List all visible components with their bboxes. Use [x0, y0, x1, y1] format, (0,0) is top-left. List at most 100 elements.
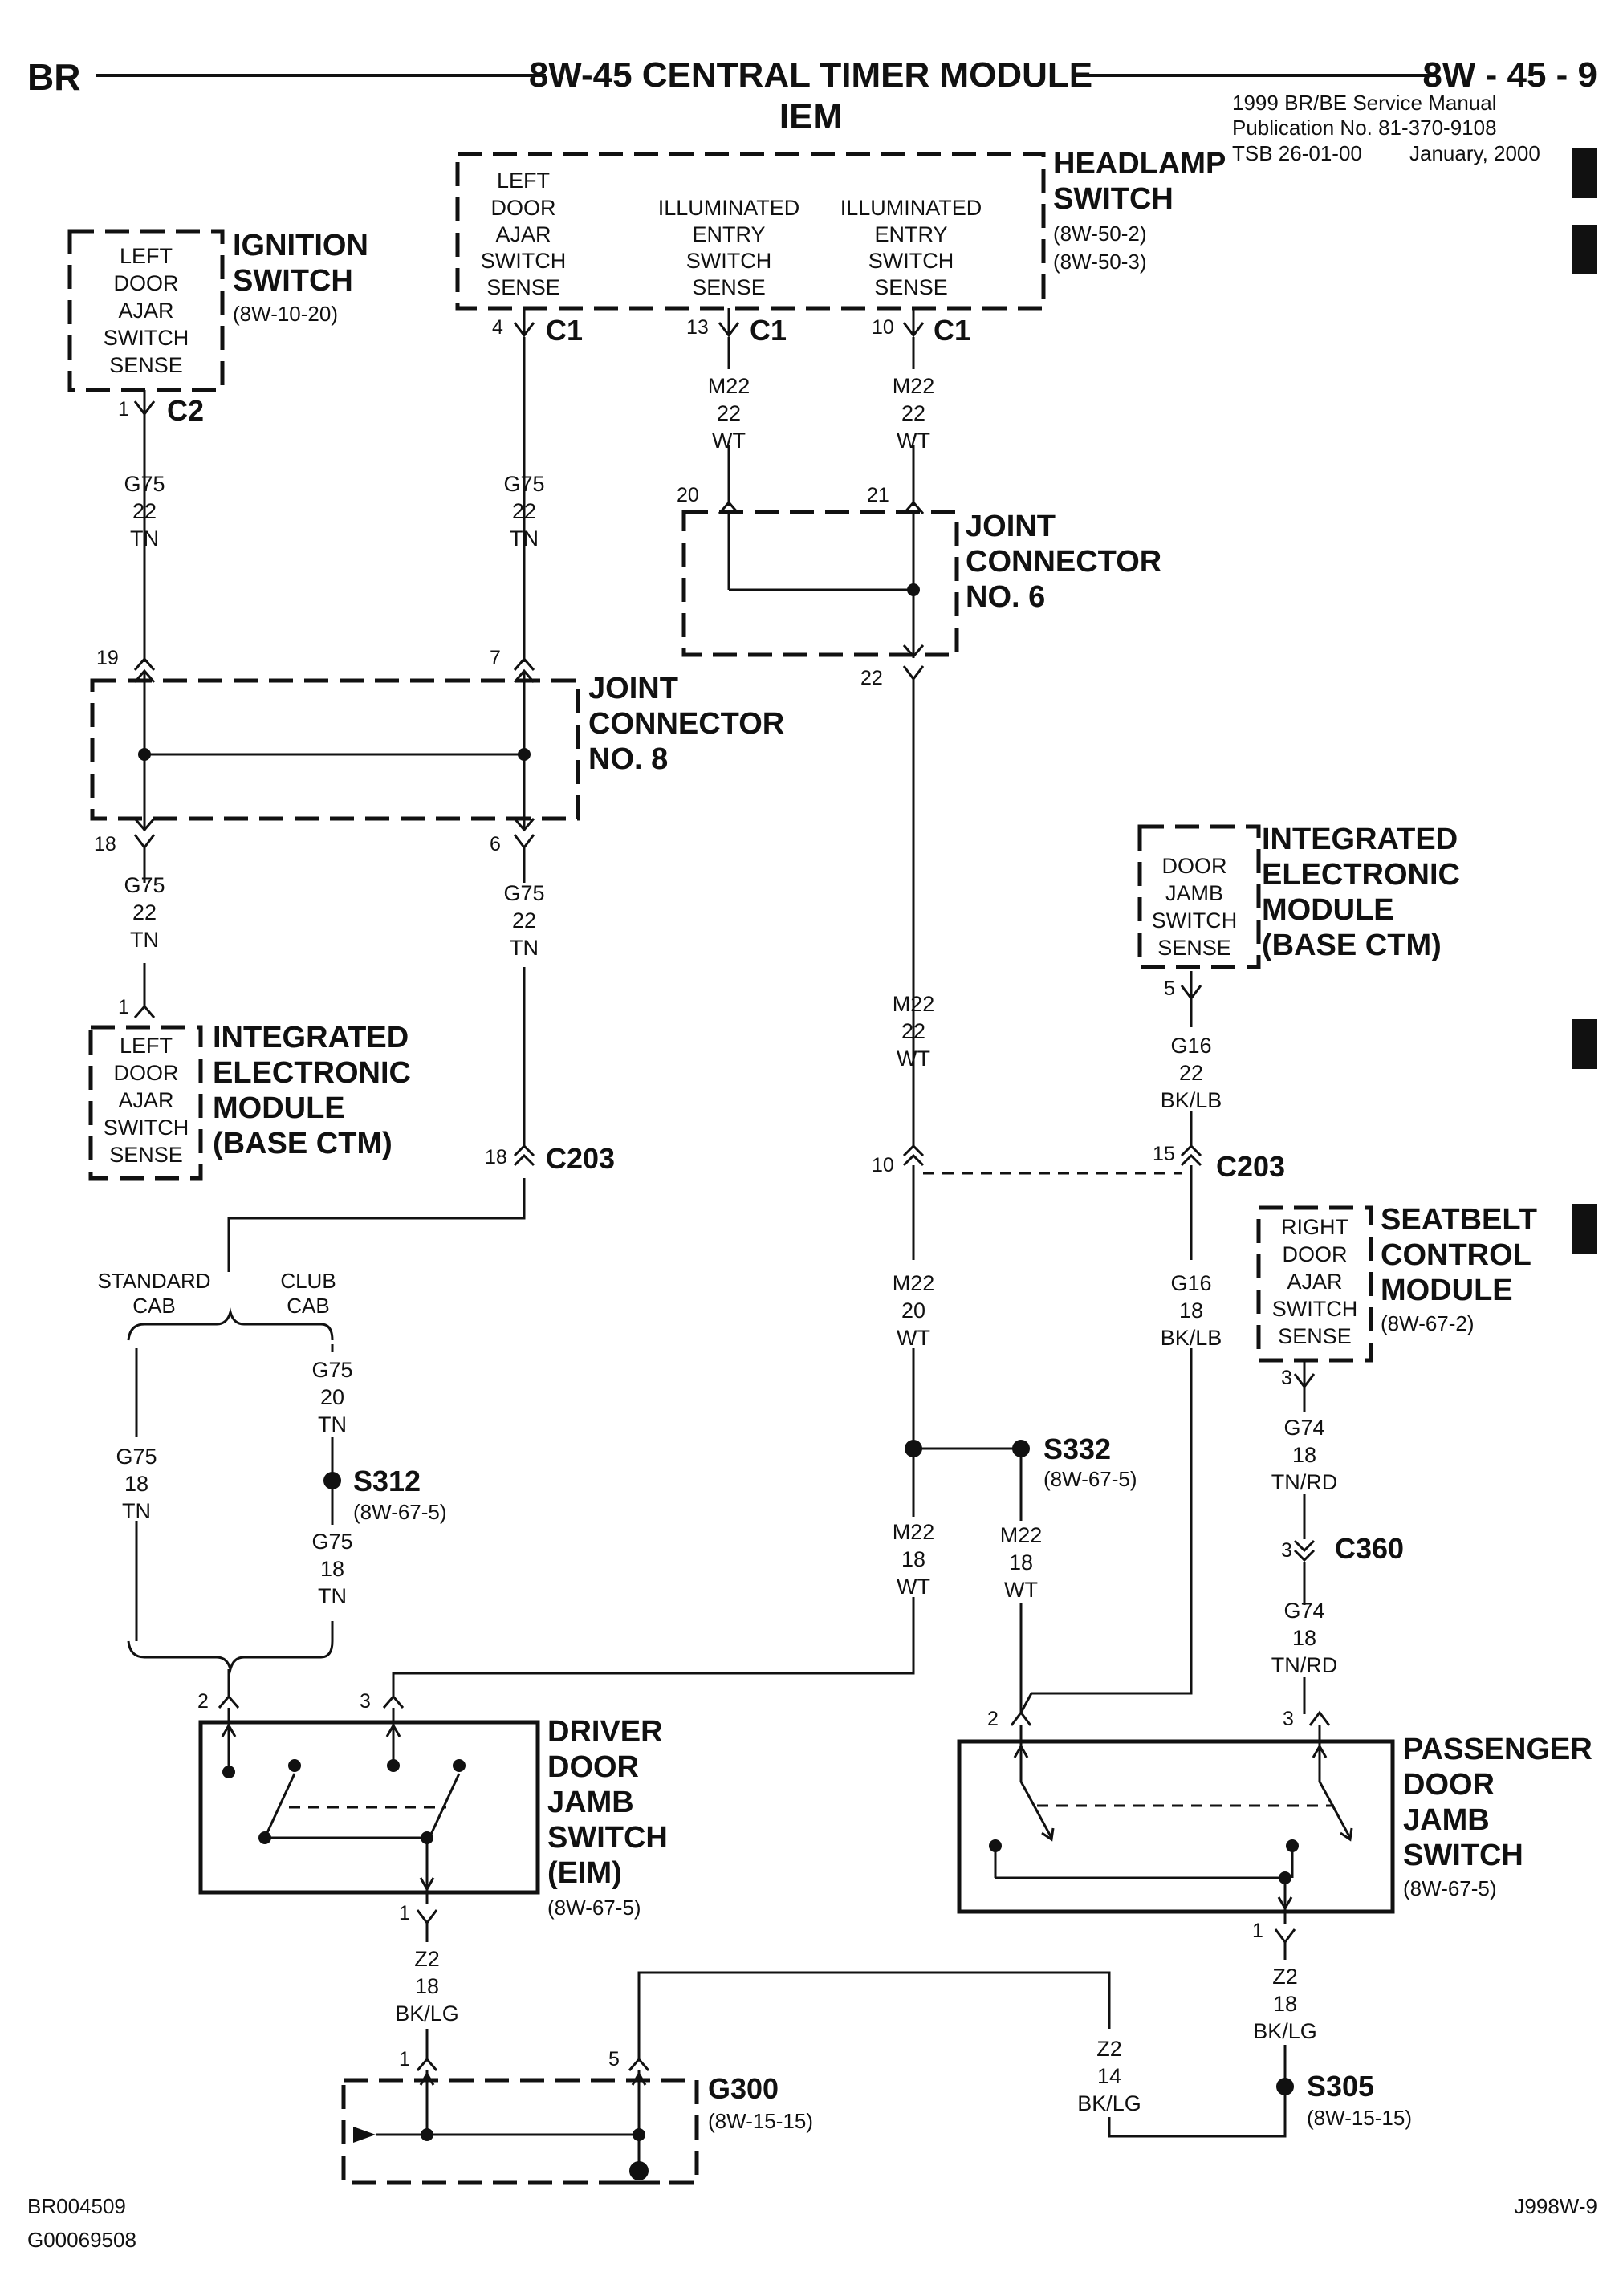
- splice-s305-label: S305: [1307, 2070, 1374, 2103]
- svg-text:DOOR: DOOR: [547, 1750, 639, 1784]
- wire-c203-to-passenger: [1019, 1348, 1193, 1713]
- svg-text:SWITCH: SWITCH: [1272, 1297, 1357, 1321]
- svg-text:SWITCH: SWITCH: [1403, 1839, 1523, 1872]
- svg-text:(BASE CTM): (BASE CTM): [1262, 929, 1442, 962]
- footer-figure-code: J998W-9: [1514, 2194, 1597, 2218]
- svg-text:18: 18: [415, 1974, 439, 1998]
- joint-connector-6: JOINT CONNECTOR NO. 6: [681, 510, 1161, 659]
- svg-text:21: 21: [867, 484, 889, 506]
- svg-text:DOOR: DOOR: [491, 196, 556, 220]
- svg-text:SWITCH: SWITCH: [868, 249, 954, 273]
- svg-text:2: 2: [987, 1708, 999, 1730]
- svg-text:22: 22: [717, 401, 741, 425]
- svg-text:BK/LG: BK/LG: [395, 2001, 459, 2026]
- svg-text:CONTROL: CONTROL: [1381, 1238, 1531, 1272]
- svg-text:ENTRY: ENTRY: [874, 222, 947, 246]
- wire-c203-to-cab-split: [227, 1178, 526, 1272]
- inline-connector-glyphs: [513, 1144, 1316, 1562]
- tsb-number: TSB 26-01-00: [1232, 141, 1362, 165]
- page-title: 8W-45 CENTRAL TIMER MODULE: [529, 55, 1092, 95]
- svg-text:G75: G75: [503, 881, 544, 905]
- svg-text:DOOR: DOOR: [114, 271, 179, 295]
- svg-text:SENSE: SENSE: [874, 275, 948, 299]
- svg-text:18: 18: [485, 1146, 507, 1168]
- ignition-switch: LEFT DOOR AJAR SWITCH SENSE IGNITION SWI…: [67, 229, 368, 392]
- svg-text:Z2: Z2: [414, 1947, 440, 1971]
- svg-text:10: 10: [872, 1154, 894, 1176]
- svg-text:2: 2: [197, 1690, 209, 1713]
- svg-text:10: 10: [872, 316, 894, 339]
- svg-text:22: 22: [512, 908, 536, 933]
- svg-text:22: 22: [1179, 1061, 1203, 1085]
- svg-text:18: 18: [1292, 1626, 1316, 1650]
- svg-text:(8W-67-5): (8W-67-5): [547, 1896, 641, 1920]
- svg-text:G75: G75: [503, 472, 544, 496]
- svg-text:TN: TN: [510, 526, 539, 551]
- svg-text:TN: TN: [318, 1412, 347, 1437]
- svg-text:18: 18: [94, 833, 116, 855]
- svg-text:1: 1: [1252, 1920, 1263, 1942]
- svg-text:JOINT: JOINT: [966, 510, 1056, 543]
- svg-text:ILLUMINATED: ILLUMINATED: [658, 196, 800, 220]
- svg-text:3: 3: [1281, 1539, 1292, 1562]
- svg-text:18: 18: [1292, 1443, 1316, 1467]
- svg-text:IGNITION: IGNITION: [233, 229, 368, 262]
- svg-text:C1: C1: [750, 314, 787, 347]
- svg-text:1: 1: [399, 2048, 410, 2070]
- svg-text:RIGHT: RIGHT: [1281, 1215, 1348, 1239]
- svg-text:SWITCH: SWITCH: [481, 249, 566, 273]
- svg-text:20: 20: [901, 1298, 925, 1323]
- svg-text:CAB: CAB: [287, 1294, 329, 1318]
- svg-text:20: 20: [677, 484, 699, 506]
- svg-text:SWITCH: SWITCH: [686, 249, 771, 273]
- passenger-door-jamb-switch: PASSENGER DOOR JAMB SWITCH (8W-67-5): [957, 1725, 1592, 1924]
- header-left-code: BR: [27, 56, 80, 98]
- svg-text:18: 18: [124, 1472, 148, 1496]
- svg-text:18: 18: [320, 1557, 344, 1581]
- svg-text:1: 1: [118, 398, 129, 421]
- svg-text:C203: C203: [546, 1142, 615, 1175]
- svg-text:3: 3: [1283, 1708, 1294, 1730]
- svg-text:WT: WT: [897, 1575, 930, 1599]
- svg-text:G75: G75: [311, 1358, 352, 1382]
- svg-text:DRIVER: DRIVER: [547, 1715, 663, 1749]
- svg-text:G75: G75: [116, 1445, 157, 1469]
- svg-text:JAMB: JAMB: [1165, 881, 1223, 905]
- svg-text:TN: TN: [318, 1584, 347, 1608]
- svg-text:Z2: Z2: [1272, 1965, 1298, 1989]
- svg-text:NO. 8: NO. 8: [588, 742, 668, 776]
- svg-text:C1: C1: [934, 314, 970, 347]
- svg-text:SWITCH: SWITCH: [104, 1115, 189, 1140]
- svg-text:(8W-67-5): (8W-67-5): [1403, 1876, 1497, 1900]
- driver-door-jamb-switch: DRIVER DOOR JAMB SWITCH (EIM) (8W-67-5): [198, 1708, 668, 1920]
- joint-connector-8: JOINT CONNECTOR NO. 8: [90, 668, 784, 832]
- headlamp-switch-title-2: SWITCH: [1053, 182, 1174, 216]
- svg-text:SENSE: SENSE: [1157, 936, 1231, 960]
- svg-text:3: 3: [1281, 1367, 1292, 1389]
- svg-text:ILLUMINATED: ILLUMINATED: [840, 196, 982, 220]
- svg-text:G16: G16: [1170, 1271, 1211, 1295]
- svg-text:(8W-67-5): (8W-67-5): [1043, 1467, 1137, 1491]
- seatbelt-control-module: RIGHT DOOR AJAR SWITCH SENSE SEATBELT CO…: [1256, 1203, 1537, 1363]
- svg-text:WT: WT: [1004, 1578, 1038, 1602]
- footer-code-1: BR004509: [27, 2194, 126, 2218]
- svg-text:22: 22: [512, 499, 536, 523]
- svg-text:WT: WT: [897, 1326, 930, 1350]
- svg-text:DOOR: DOOR: [1162, 854, 1227, 878]
- header: BR 8W-45 CENTRAL TIMER MODULE IEM 8W - 4…: [27, 55, 1597, 165]
- svg-text:18: 18: [901, 1547, 925, 1571]
- svg-text:LEFT: LEFT: [497, 169, 550, 193]
- footer: BR004509 G00069508 J998W-9: [27, 2194, 1597, 2252]
- svg-text:5: 5: [1164, 977, 1175, 1000]
- svg-text:G75: G75: [124, 472, 165, 496]
- svg-text:ELECTRONIC: ELECTRONIC: [213, 1056, 411, 1090]
- svg-text:1: 1: [399, 1902, 410, 1924]
- svg-text:AJAR: AJAR: [1287, 1270, 1342, 1294]
- footer-code-2: G00069508: [27, 2228, 136, 2252]
- svg-text:(8W-50-2): (8W-50-2): [1053, 221, 1147, 246]
- svg-text:(8W-67-5): (8W-67-5): [353, 1500, 447, 1524]
- svg-text:AJAR: AJAR: [118, 1088, 173, 1112]
- svg-text:BK/LB: BK/LB: [1161, 1088, 1222, 1112]
- svg-text:CONNECTOR: CONNECTOR: [966, 545, 1161, 579]
- splice-s312-label: S312: [353, 1465, 421, 1497]
